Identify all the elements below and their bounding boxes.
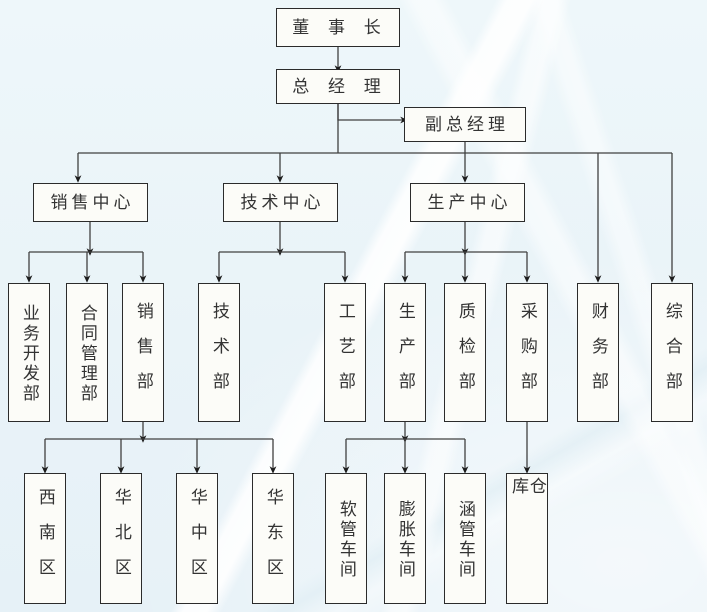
node-general-affairs-dept[interactable]: 综合部 [651,283,693,422]
node-expansion-workshop[interactable]: 膨胀车间 [384,473,426,604]
node-tech-center[interactable]: 技术中心 [223,183,338,222]
node-contract-mgmt-dept[interactable]: 合同管理部 [66,283,108,422]
node-warehouse[interactable]: 仓库 [506,473,548,604]
node-hose-workshop[interactable]: 软管车间 [325,473,367,604]
node-business-dev-dept[interactable]: 业务开发部 [8,283,50,422]
node-quality-dept[interactable]: 质检部 [444,283,486,422]
node-north-china-region[interactable]: 华北区 [100,473,142,604]
node-sales-center[interactable]: 销售中心 [33,183,148,222]
node-culvert-workshop[interactable]: 涵管车间 [444,473,486,604]
node-production-center[interactable]: 生产中心 [410,183,525,222]
node-general-manager[interactable]: 总 经 理 [276,69,400,104]
node-deputy-general-manager[interactable]: 副总经理 [404,107,526,142]
node-southwest-region[interactable]: 西南区 [24,473,66,604]
node-east-china-region[interactable]: 华东区 [252,473,294,604]
node-finance-dept[interactable]: 财务部 [577,283,619,422]
node-chairman[interactable]: 董 事 长 [276,8,400,47]
node-central-china-region[interactable]: 华中区 [176,473,218,604]
node-purchasing-dept[interactable]: 采购部 [506,283,548,422]
node-process-dept[interactable]: 工艺部 [324,283,366,422]
node-production-dept[interactable]: 生产部 [384,283,426,422]
node-sales-dept[interactable]: 销售部 [122,283,164,422]
node-tech-dept[interactable]: 技术部 [198,283,240,422]
